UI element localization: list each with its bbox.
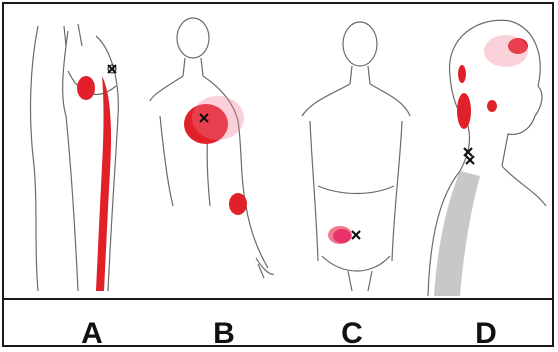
x-mark-d bbox=[464, 148, 474, 164]
neck-muscle bbox=[434, 171, 480, 296]
panel-label-b: B bbox=[194, 316, 254, 352]
x-mark-a bbox=[108, 65, 116, 73]
x-mark-c bbox=[352, 231, 360, 239]
upper-body-outline bbox=[150, 18, 274, 278]
panel-c-illustration bbox=[282, 6, 416, 296]
panel-label-a: A bbox=[62, 316, 122, 352]
referral-pattern-a bbox=[77, 76, 111, 291]
referral-pattern-b bbox=[184, 96, 247, 215]
referral-pattern-d bbox=[457, 35, 528, 129]
panel-label-d: D bbox=[456, 316, 516, 352]
panel-b-illustration bbox=[138, 6, 280, 296]
label-divider bbox=[2, 298, 554, 300]
panel-a-illustration bbox=[8, 6, 136, 296]
referral-pattern-c bbox=[328, 226, 352, 244]
panel-d-illustration bbox=[420, 6, 550, 296]
panel-label-c: C bbox=[322, 316, 382, 352]
torso-outline bbox=[302, 22, 410, 291]
